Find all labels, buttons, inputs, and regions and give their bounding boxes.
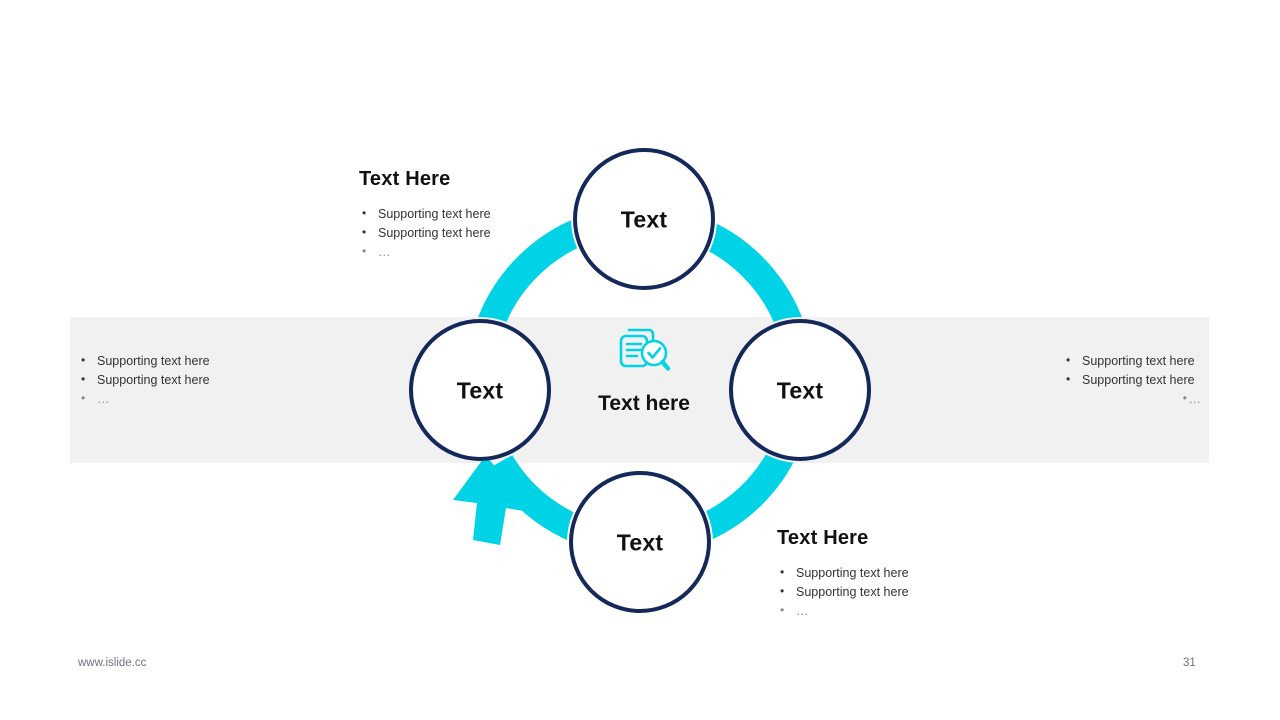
node-circle-top[interactable] — [573, 148, 715, 290]
list-item: Supporting text here — [78, 370, 210, 390]
text-block-mid-left: Supporting text here Supporting text her… — [78, 351, 210, 409]
node-circle-left[interactable] — [409, 319, 551, 461]
list-item: Supporting text here — [359, 204, 491, 224]
text-block-mid-right: Supporting text here Supporting text her… — [1063, 351, 1209, 409]
list-item: Supporting text here — [777, 563, 909, 583]
node-circle-right[interactable] — [729, 319, 871, 461]
node-label-bottom: Text — [616, 529, 664, 556]
list-item: Supporting text here — [78, 351, 210, 371]
list-item: Supporting text here — [1063, 370, 1209, 390]
list-item: … — [78, 389, 210, 409]
text-block-top-left: Text Here Supporting text here Supportin… — [359, 168, 491, 262]
list-item: Supporting text here — [359, 223, 491, 243]
list-item: … — [1063, 389, 1209, 409]
list-item: … — [359, 242, 491, 262]
footer-url[interactable]: www.islide.cc — [78, 657, 147, 669]
bullet-list-mid-left: Supporting text here Supporting text her… — [78, 351, 210, 409]
bullet-list-top-left: Supporting text here Supporting text her… — [359, 204, 491, 262]
block-heading-top-left: Text Here — [359, 168, 451, 190]
document-magnifier-check-icon — [619, 328, 671, 371]
list-item: … — [777, 601, 909, 621]
node-label-right: Text — [776, 377, 824, 404]
center-label: Text here — [598, 392, 690, 415]
cycle-arrowhead-icon — [453, 455, 530, 545]
text-block-bottom-right: Text Here Supporting text here Supportin… — [777, 527, 909, 621]
bullet-list-mid-right: Supporting text here Supporting text her… — [1063, 351, 1209, 409]
highlight-band — [70, 317, 1209, 463]
footer-page-number: 31 — [1183, 657, 1196, 669]
list-item: Supporting text here — [1063, 351, 1209, 371]
bullet-list-bottom-right: Supporting text here Supporting text her… — [777, 563, 909, 621]
block-heading-bottom-right: Text Here — [777, 527, 869, 549]
node-label-left: Text — [456, 377, 504, 404]
node-label-top: Text — [620, 206, 668, 233]
list-item: Supporting text here — [777, 582, 909, 602]
node-circle-bottom[interactable] — [569, 471, 711, 613]
